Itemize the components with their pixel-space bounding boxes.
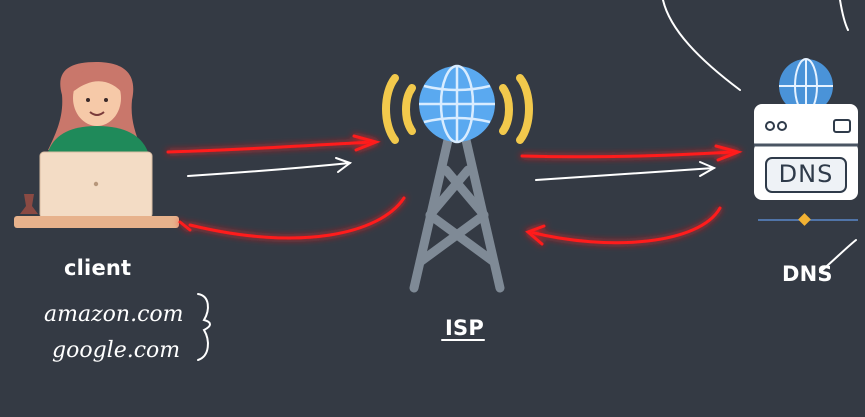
note-domain-amazon: amazon.com <box>44 302 184 327</box>
isp-label: ISP <box>445 316 484 340</box>
dns-server-icon <box>754 58 858 226</box>
white-arrow-2-head <box>699 161 717 177</box>
dns-label-tick <box>819 239 857 273</box>
dns-to-isp-arrow <box>528 206 722 245</box>
white-arrow-1-head <box>335 157 353 173</box>
isp-to-dns-arrow <box>520 150 736 159</box>
red-arrows <box>166 134 743 246</box>
globe-icon <box>419 64 495 144</box>
client-to-isp-arrow <box>166 140 374 154</box>
client-to-isp-arrowhead <box>352 134 381 152</box>
isp-to-client-arrow <box>188 196 406 240</box>
white-arrow-2 <box>535 167 715 181</box>
isp-to-client-arrowhead <box>178 220 192 232</box>
white-arrows <box>187 0 857 361</box>
dns-label: DNS <box>782 262 833 286</box>
dns-server-text: DNS <box>778 160 834 188</box>
annotation-curve <box>662 0 741 91</box>
domain-brace <box>197 293 211 361</box>
note-domain-google: google.com <box>52 338 181 363</box>
laptop-icon <box>14 151 179 228</box>
white-arrow-1 <box>187 162 351 177</box>
dns-to-isp-arrowhead <box>525 224 546 246</box>
radio-tower-icon <box>382 74 533 293</box>
annotation-curve-2 <box>839 0 849 31</box>
client-label: client <box>64 256 132 280</box>
isp-to-dns-arrowhead <box>714 144 743 162</box>
